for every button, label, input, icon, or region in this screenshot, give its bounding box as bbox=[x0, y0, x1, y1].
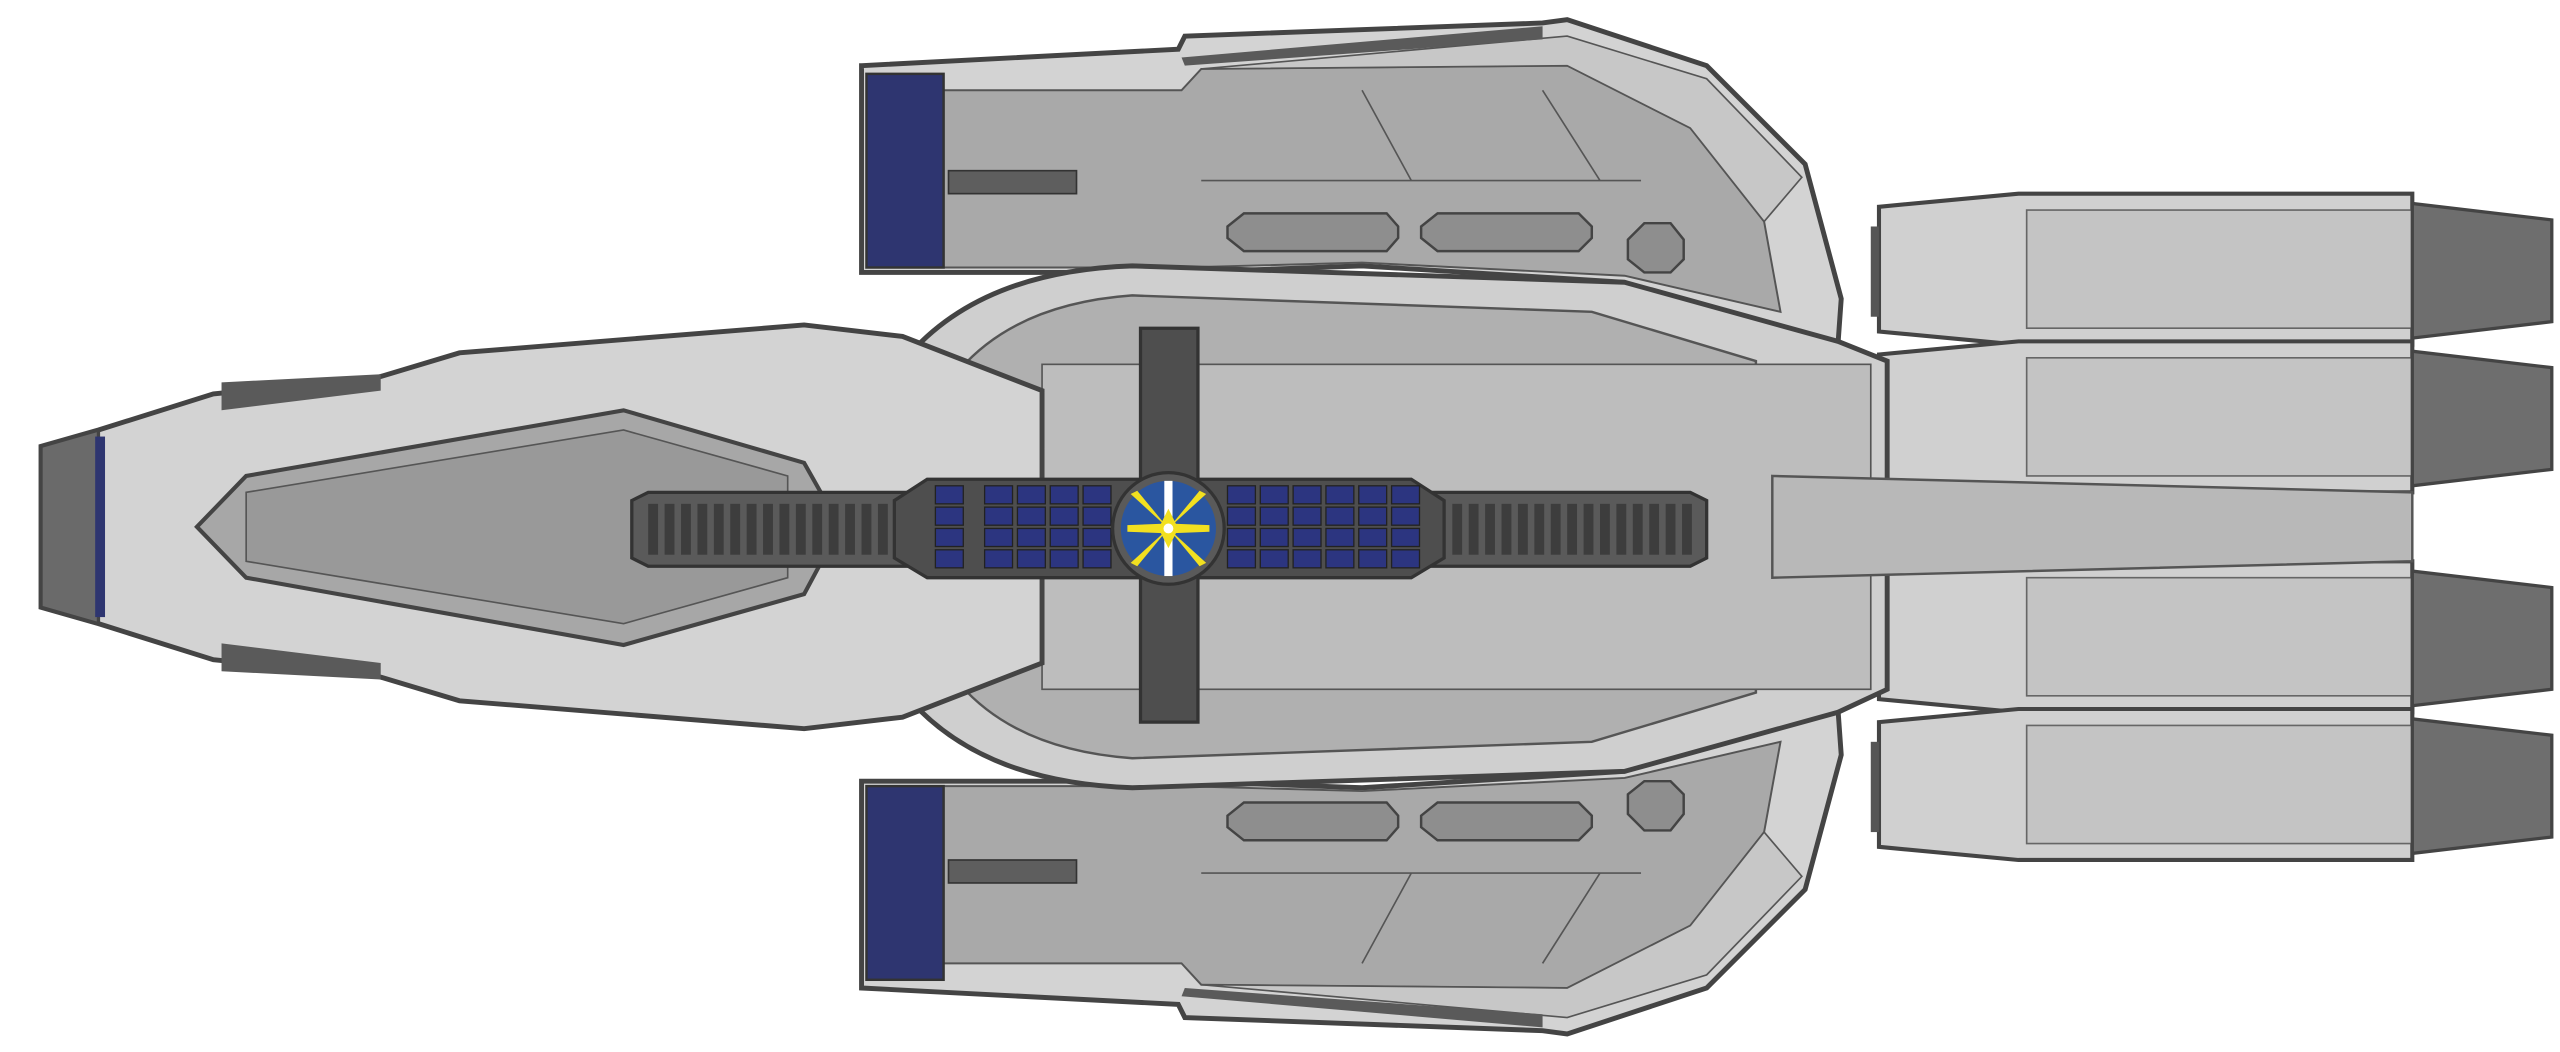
aft-spine bbox=[1771, 474, 2414, 579]
spine-rib bbox=[1452, 503, 1463, 555]
spine-rib bbox=[812, 503, 823, 555]
spine-rib bbox=[1485, 503, 1495, 555]
solar-panel bbox=[1259, 527, 1289, 548]
spine-rib bbox=[1567, 503, 1578, 555]
spine-rib bbox=[697, 503, 708, 555]
spine-rib bbox=[681, 503, 691, 555]
solar-panel bbox=[1049, 506, 1079, 526]
spine-rib bbox=[648, 503, 659, 555]
solar-panel bbox=[1226, 485, 1257, 505]
solar-panel bbox=[1292, 485, 1322, 505]
solar-panel bbox=[983, 549, 1014, 569]
solar-panel bbox=[1390, 506, 1421, 526]
spine-rib bbox=[1534, 503, 1545, 555]
spine-rib bbox=[730, 503, 741, 555]
spine-rib bbox=[795, 503, 806, 555]
solar-panel bbox=[1358, 485, 1388, 505]
spine-rib bbox=[877, 503, 888, 555]
solar-panel bbox=[1325, 527, 1355, 548]
solar-panel bbox=[1325, 549, 1355, 569]
solar-panel bbox=[1292, 549, 1322, 569]
solar-panels bbox=[934, 485, 1421, 569]
solar-panel bbox=[1325, 506, 1355, 526]
solar-panel bbox=[934, 506, 964, 526]
solar-panel bbox=[1390, 527, 1421, 548]
solar-panel bbox=[1016, 527, 1046, 548]
spine-rib bbox=[1616, 503, 1627, 555]
spine-rib bbox=[1665, 503, 1676, 555]
spine-rib bbox=[1517, 503, 1528, 555]
solar-panel bbox=[1082, 485, 1112, 505]
solar-panel bbox=[1259, 549, 1289, 569]
emblem-star bbox=[1127, 490, 1210, 567]
solar-panel bbox=[1325, 485, 1355, 505]
solar-panel bbox=[983, 506, 1014, 526]
spine-rib bbox=[763, 503, 773, 555]
solar-panel bbox=[934, 549, 964, 569]
solar-panel bbox=[1259, 485, 1289, 505]
solar-panel bbox=[1226, 527, 1257, 548]
spine-rib bbox=[713, 503, 724, 555]
solar-panel bbox=[1358, 527, 1388, 548]
solar-panel bbox=[1082, 549, 1112, 569]
solar-panel bbox=[934, 485, 964, 505]
solar-panel bbox=[1390, 549, 1421, 569]
solar-panel bbox=[1226, 549, 1257, 569]
solar-panel bbox=[1049, 527, 1079, 548]
spine-rib bbox=[861, 503, 872, 555]
solar-panel bbox=[1226, 506, 1257, 526]
solar-panel bbox=[1082, 506, 1112, 526]
solar-panel bbox=[1358, 549, 1388, 569]
engine-pod bbox=[1871, 194, 2552, 345]
spine-rib bbox=[1649, 503, 1660, 555]
spine-rib bbox=[1501, 503, 1512, 555]
spine-rib bbox=[1468, 503, 1479, 555]
solar-panel bbox=[983, 527, 1014, 548]
solar-panel bbox=[1390, 485, 1421, 505]
solar-panel bbox=[1049, 485, 1079, 505]
solar-panel bbox=[1016, 485, 1046, 505]
solar-panel bbox=[1016, 549, 1046, 569]
solar-panel bbox=[1292, 506, 1322, 526]
solar-panel bbox=[1358, 506, 1388, 526]
solar-panel bbox=[1016, 506, 1046, 526]
solar-panel bbox=[983, 485, 1014, 505]
solar-panel bbox=[1259, 506, 1289, 526]
spine-rib bbox=[1632, 503, 1643, 555]
emblem bbox=[1110, 471, 1226, 586]
solar-panel bbox=[1292, 527, 1322, 548]
spine-rib bbox=[1583, 503, 1594, 555]
forward-bow bbox=[39, 427, 101, 626]
spine-rib bbox=[1600, 503, 1610, 555]
solar-panel bbox=[1049, 549, 1079, 569]
spine-rib bbox=[1682, 503, 1692, 555]
engine-pod bbox=[1871, 341, 2552, 492]
engine-pod bbox=[1871, 561, 2552, 712]
spine-rib bbox=[1550, 503, 1561, 555]
spine-ribs bbox=[648, 503, 1692, 555]
spine-rib bbox=[779, 503, 790, 555]
solar-panel bbox=[1082, 527, 1112, 548]
engine-pod bbox=[1871, 709, 2552, 860]
spine-rib bbox=[845, 503, 855, 555]
solar-panel bbox=[934, 527, 964, 548]
spine-rib bbox=[828, 503, 839, 555]
spine-rib bbox=[746, 503, 757, 555]
spine-rib bbox=[664, 503, 675, 555]
